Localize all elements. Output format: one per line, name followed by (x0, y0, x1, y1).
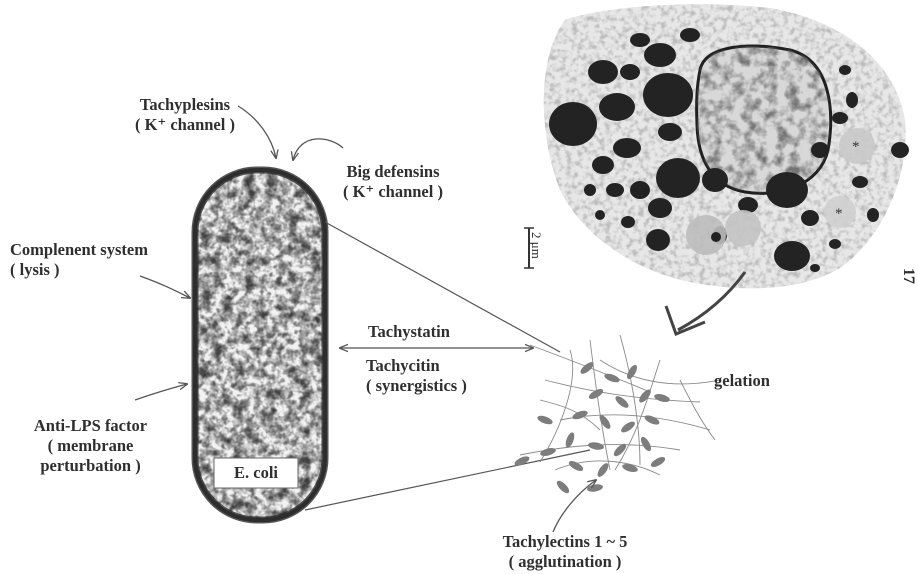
tachycitin-label: Tachycitin ( synergistics ) (366, 356, 467, 396)
tachylectins-note: ( agglutination ) (470, 552, 660, 572)
big-defensins-label: Big defensins ( K⁺ channel ) (318, 162, 468, 202)
page-number: 17 (898, 268, 918, 284)
tachystatin-name: Tachystatin (368, 322, 450, 342)
page-number-text: 17 (900, 268, 917, 284)
scale-bar-text: 2 μm (529, 232, 544, 259)
anti-lps-note-1: ( membrane (8, 436, 173, 456)
anti-lps-note-2: perturbation ) (8, 456, 173, 476)
svg-text:*: * (852, 139, 860, 155)
complement-name: Complenent system (10, 240, 148, 260)
ecoli-text: E. coli (234, 463, 278, 482)
tachyplesins-name: Tachyplesins (110, 95, 260, 115)
arrow-big-defensins (293, 139, 343, 160)
tachycitin-name: Tachycitin (366, 356, 467, 376)
svg-text:*: * (835, 206, 843, 222)
anti-lps-label: Anti-LPS factor ( membrane perturbation … (8, 416, 173, 476)
tachyplesins-label: Tachyplesins ( K⁺ channel ) (110, 95, 260, 135)
anti-lps-name: Anti-LPS factor (8, 416, 173, 436)
ecoli-label: E. coli (214, 463, 298, 483)
tachylectins-name: Tachylectins 1 ~ 5 (470, 532, 660, 552)
tachyplesins-note: ( K⁺ channel ) (110, 115, 260, 135)
big-defensins-note: ( K⁺ channel ) (318, 182, 468, 202)
complement-label: Complenent system ( lysis ) (10, 240, 148, 280)
gelation-label: gelation (714, 371, 770, 391)
zoom-line-bottom (305, 450, 590, 510)
tachylectins-label: Tachylectins 1 ~ 5 ( agglutination ) (470, 532, 660, 572)
complement-note: ( lysis ) (10, 260, 148, 280)
tachystatin-label: Tachystatin (368, 322, 450, 342)
tachycitin-note: ( synergistics ) (366, 376, 467, 396)
gelation-text: gelation (714, 371, 770, 391)
scale-bar-label: 2 μm (526, 232, 546, 259)
big-defensins-name: Big defensins (318, 162, 468, 182)
arrow-anti-lps (135, 384, 187, 400)
hemocyte-micrograph: * * (524, 4, 909, 288)
